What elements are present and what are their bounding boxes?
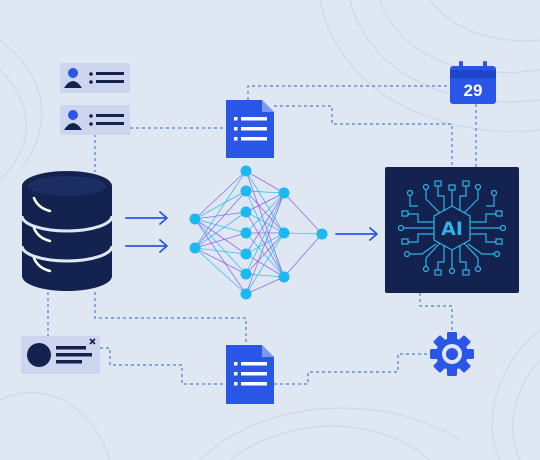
user-card-bottom [60,105,130,135]
dashed-connectors [47,85,477,385]
neural-network-nodes [189,165,328,300]
neural-network-edge [245,232,285,278]
neural-network-edge [245,170,285,194]
neural-network-node [316,228,328,240]
calendar-day: 29 [464,81,483,100]
database-icon [20,171,114,291]
neural-network-edge [245,192,285,234]
neural-network-edge [194,218,247,234]
neural-network-node [240,248,252,260]
neural-network-edge [245,273,285,278]
neural-network-edge [194,218,247,295]
neural-network-node [240,288,252,300]
neural-network-edge [194,218,247,275]
neural-network-node [189,213,201,225]
neural-network-edge [245,253,285,278]
neural-network-edge [194,218,247,255]
neural-network-edge [245,190,285,194]
user-card-top [60,63,130,93]
calendar-icon: 29 [450,61,496,104]
neural-network-icon [189,165,328,300]
neural-network-edge [283,232,323,235]
neural-network-edge [194,247,247,295]
ai-chip-icon: AI [385,167,519,293]
neural-network-node [240,268,252,280]
neural-network-edge [245,170,285,234]
neural-network-edge [194,211,247,249]
neural-network-edge [245,192,285,295]
document-icon-bottom [226,345,274,404]
neural-network-node [240,206,252,218]
gear-icon [430,332,474,376]
neural-network-node [278,271,290,283]
neural-network-edges [194,170,323,295]
neural-network-node [189,242,201,254]
neural-network-node [278,227,290,239]
neural-network-edge [194,190,247,220]
neural-network-edge [245,276,285,295]
neural-network-edge [194,247,247,255]
document-icon-top [226,100,274,158]
neural-network-edge [283,233,323,278]
neural-network-node [240,165,252,177]
neural-network-edge [194,190,247,249]
neural-network-node [240,185,252,197]
neural-network-edge [245,192,285,275]
neural-network-edge [194,211,247,220]
neural-network-edge [194,247,247,275]
neural-network-edge [245,232,285,275]
neural-network-edge [283,192,323,235]
profile-card-icon [21,336,100,374]
neural-network-edge [194,170,247,220]
neural-network-edge [194,232,247,249]
ai-chip-label: AI [441,218,463,240]
neural-network-edge [245,192,285,213]
neural-network-node [240,227,252,239]
neural-network-edge [194,170,247,249]
arrow-icon [125,211,378,253]
neural-network-edge [245,190,285,234]
neural-network-node [278,187,290,199]
neural-network-edge [245,232,285,295]
neural-network-edge [245,211,285,234]
neural-network-edge [245,192,285,255]
